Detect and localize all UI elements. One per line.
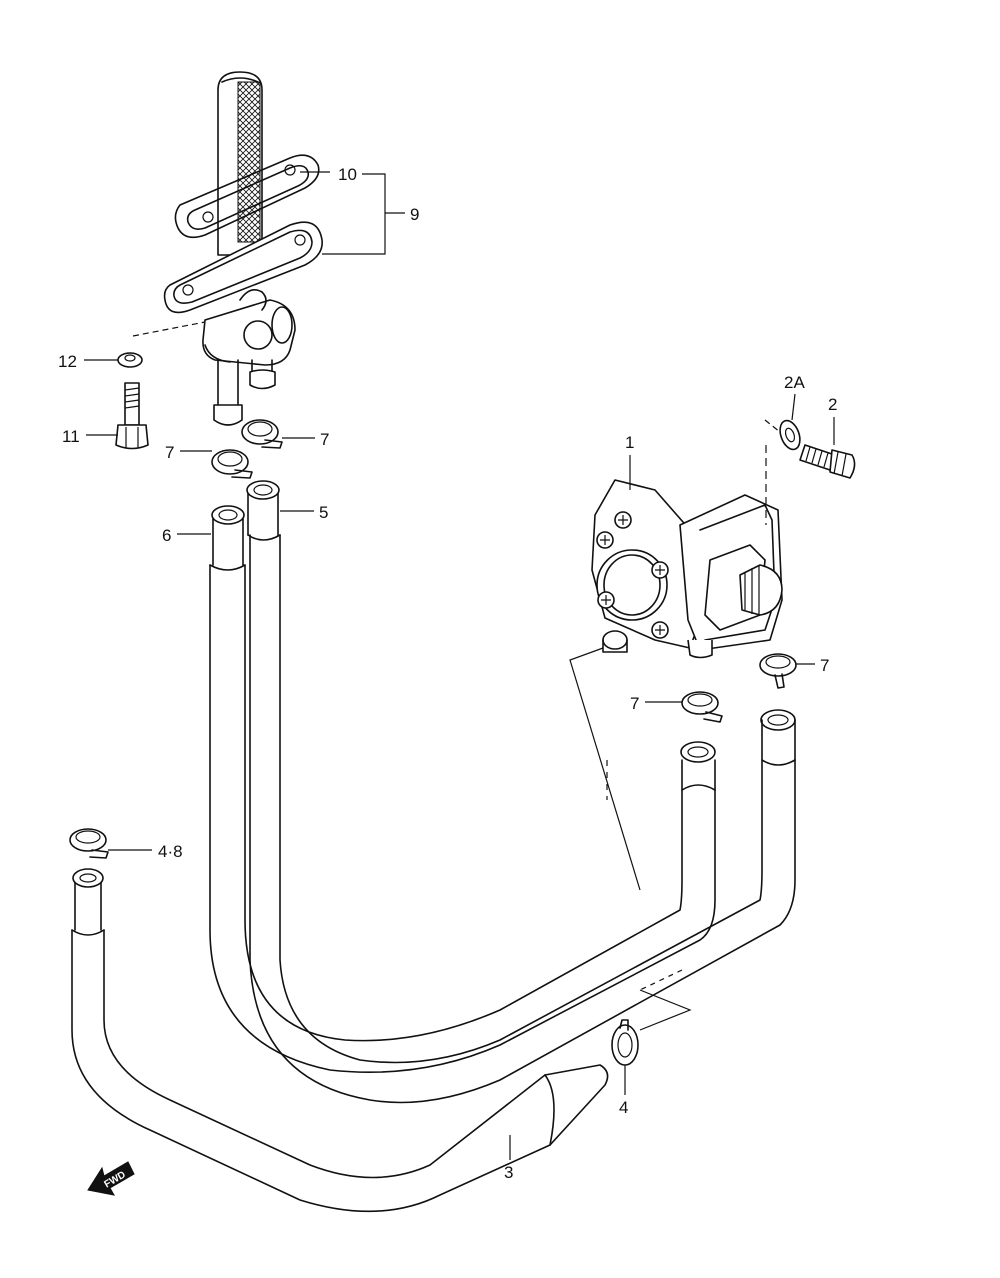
callout-12: 12	[58, 352, 118, 371]
washer-2a	[764, 419, 801, 525]
clamp-4	[611, 1019, 639, 1066]
label-2: 2	[828, 395, 837, 414]
callout-7d: 7	[630, 694, 682, 713]
fuel-cock-assembly	[163, 71, 323, 426]
clamp-7-upper-left	[211, 449, 253, 479]
label-7-b: 7	[165, 443, 174, 462]
callout-1: 1	[625, 433, 634, 490]
bolt-11	[115, 382, 149, 450]
label-7-a: 7	[320, 430, 329, 449]
hose-3	[71, 868, 609, 1213]
callout-2a: 2A	[784, 373, 805, 421]
hose-6	[209, 564, 716, 1074]
label-5: 5	[319, 503, 328, 522]
label-12: 12	[58, 352, 77, 371]
hose-5-top	[246, 480, 281, 541]
callout-4-8: 4·8	[108, 842, 183, 861]
label-11: 11	[62, 427, 80, 446]
hose-6-top	[209, 505, 246, 571]
callout-2: 2	[828, 395, 837, 445]
label-7-d: 7	[630, 694, 639, 713]
bolt-2	[799, 444, 856, 479]
label-4: 4	[619, 1098, 628, 1117]
label-3: 3	[504, 1163, 513, 1182]
clamp-7-pump-right	[759, 653, 797, 689]
callout-4: 4	[619, 1065, 628, 1117]
fwd-arrow: FWD	[87, 1161, 135, 1196]
callout-11: 11	[62, 427, 118, 446]
callout-6: 6	[162, 526, 211, 545]
label-9: 9	[410, 205, 419, 224]
callout-9: 9	[385, 205, 419, 224]
clamp-7-upper-right	[241, 419, 283, 449]
label-2a: 2A	[784, 373, 805, 392]
label-10: 10	[338, 165, 357, 184]
hose-5	[249, 534, 796, 1104]
clamp-4-8	[69, 828, 109, 859]
label-4-8: 4·8	[158, 842, 183, 861]
clamp-7-pump-left	[681, 691, 723, 723]
callout-3: 3	[504, 1135, 513, 1182]
washer-12	[117, 321, 206, 368]
callout-5: 5	[280, 503, 328, 522]
callout-7b: 7	[165, 443, 212, 462]
label-1: 1	[625, 433, 634, 452]
fwd-label: FWD	[102, 1170, 127, 1191]
callout-10: 10	[300, 165, 386, 255]
guide-lines	[569, 647, 692, 1031]
fuel-pump	[591, 479, 783, 659]
callout-7c: 7	[796, 656, 829, 675]
callout-7a: 7	[282, 430, 329, 449]
label-7-c: 7	[820, 656, 829, 675]
label-6: 6	[162, 526, 171, 545]
